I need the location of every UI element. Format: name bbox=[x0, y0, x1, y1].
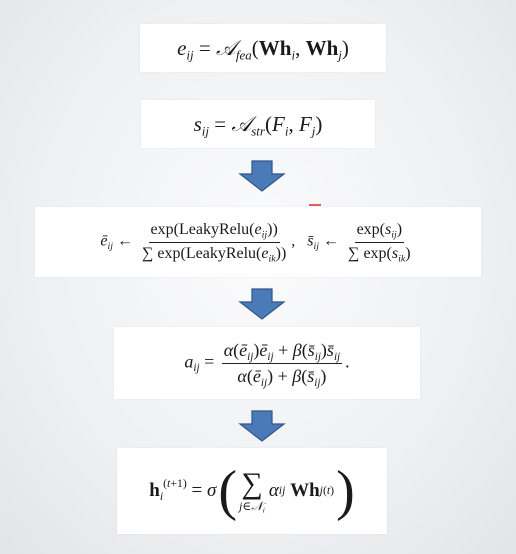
down-arrow-icon bbox=[238, 160, 286, 192]
formula-normalized-scores: ēij ← exp(LeakyRelu(eij)) ∑ exp(LeakyRel… bbox=[100, 221, 411, 264]
formula-structure-attention: sij = 𝒜str(Fi, Fj) bbox=[193, 111, 323, 139]
formula-combined-attention: aij = α(ēij)ēij + β(s̄ij)s̄ij α(ēij) + β… bbox=[184, 339, 350, 389]
formula-box-2: sij = 𝒜str(Fi, Fj) bbox=[141, 100, 375, 148]
down-arrow-icon bbox=[238, 288, 286, 320]
formula-feature-attention: eij = 𝒜fea(Whi, Whj) bbox=[177, 35, 349, 63]
formula-box-4: aij = α(ēij)ēij + β(s̄ij)s̄ij α(ēij) + β… bbox=[114, 327, 420, 399]
down-arrow-icon bbox=[238, 410, 286, 442]
formula-box-3: ēij ← exp(LeakyRelu(eij)) ∑ exp(LeakyRel… bbox=[35, 207, 481, 277]
formula-box-1: eij = 𝒜fea(Whi, Whj) bbox=[140, 24, 386, 72]
accent-tick bbox=[309, 204, 321, 206]
